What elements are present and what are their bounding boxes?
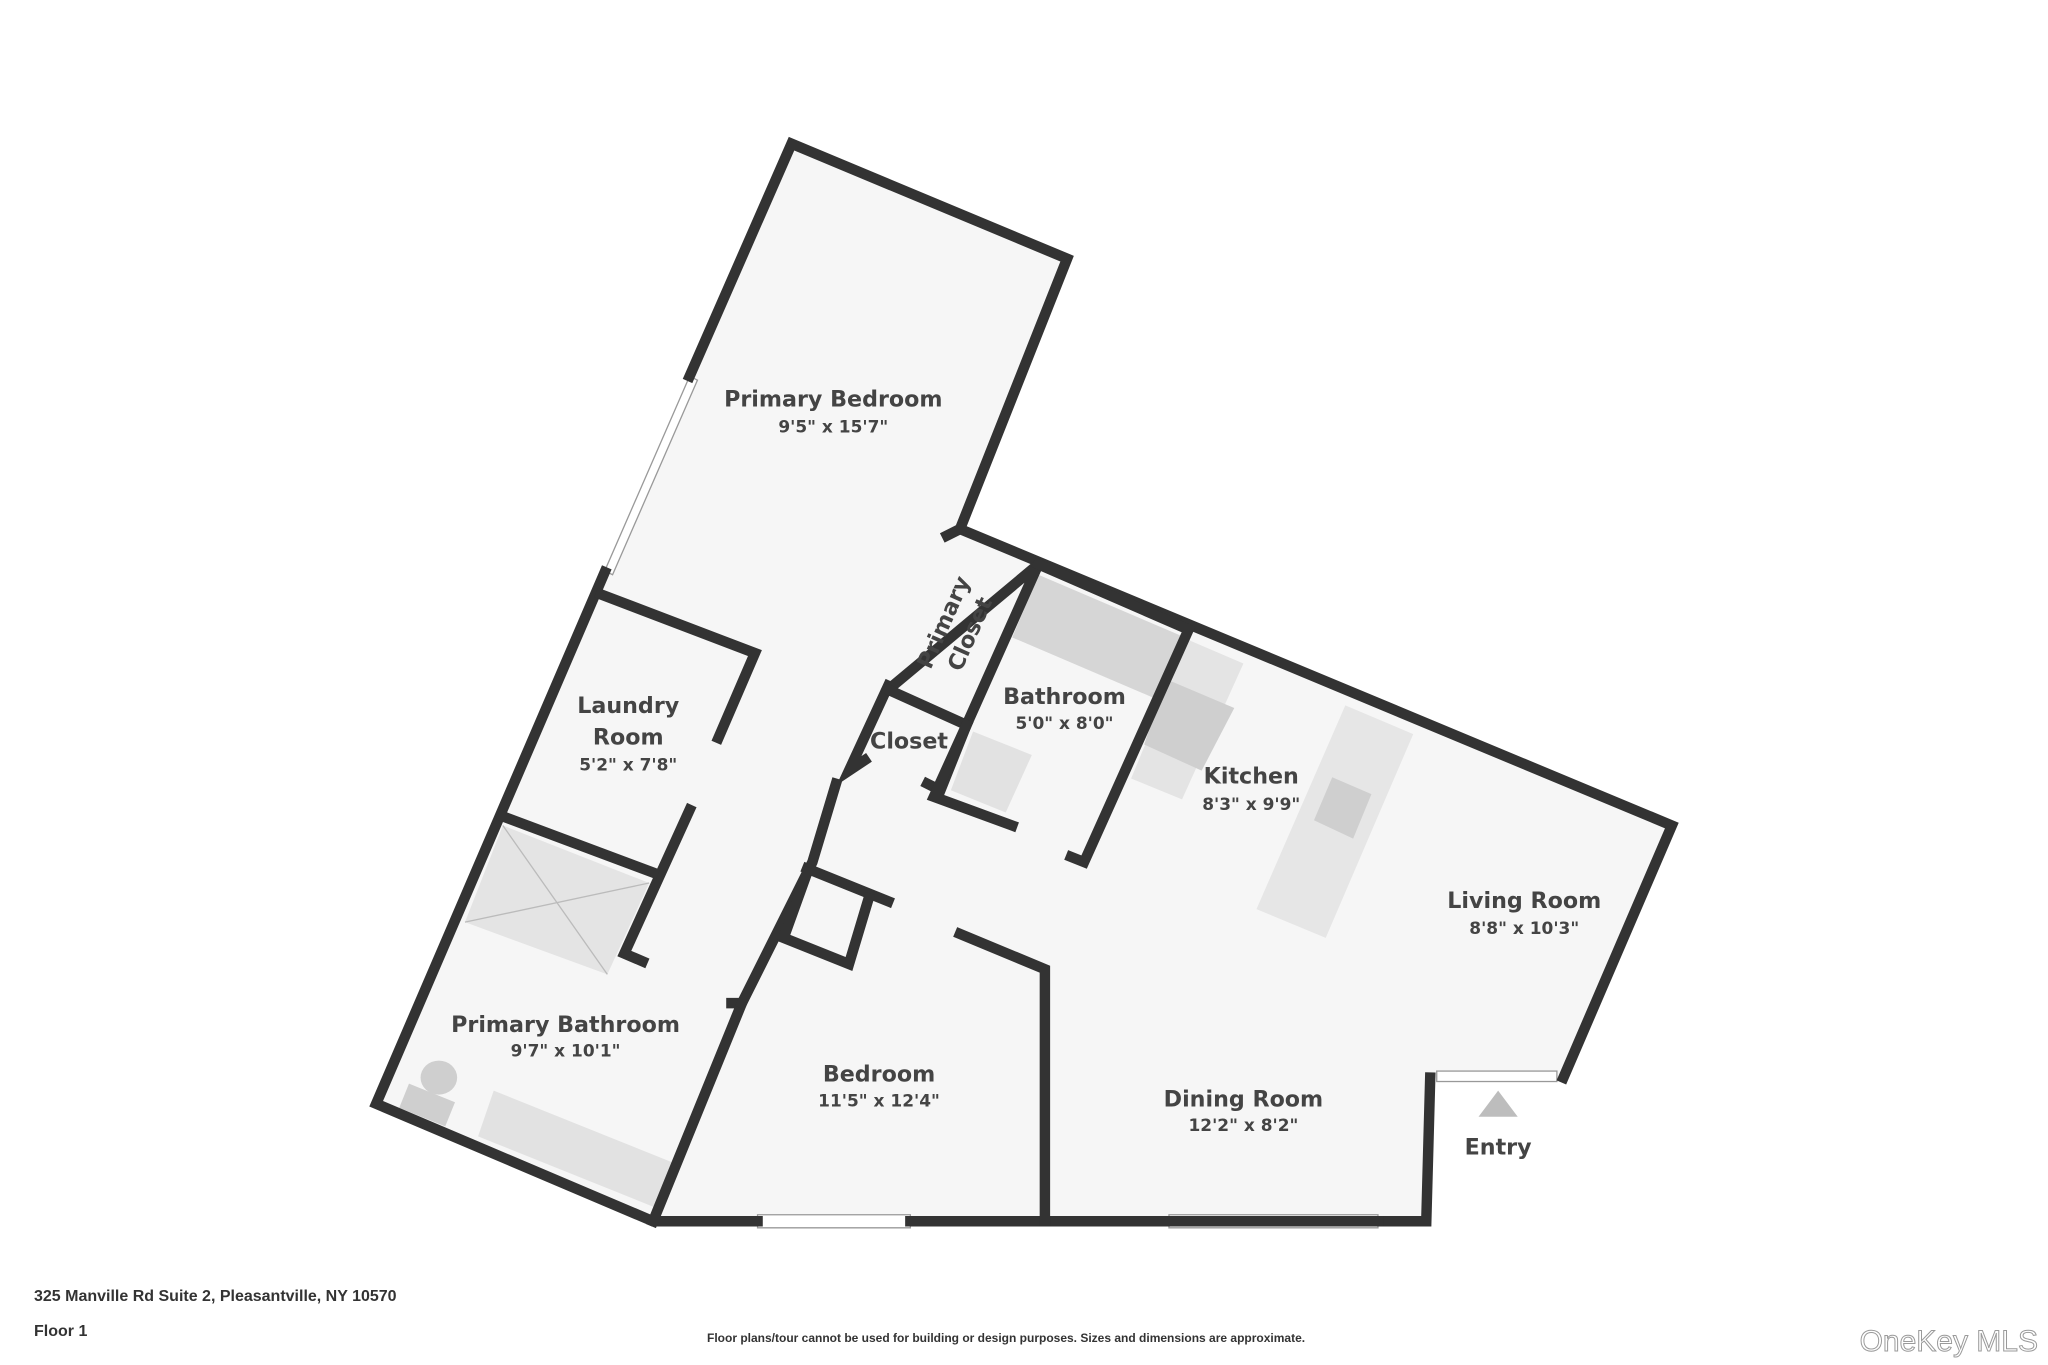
- bathtub: [1012, 574, 1183, 699]
- room-dims: 12'2" x 8'2": [1188, 1116, 1298, 1136]
- room-name: Closet: [870, 728, 948, 754]
- room-dims: 5'0" x 8'0": [1015, 714, 1113, 734]
- room-name: Dining Room: [1164, 1086, 1324, 1112]
- fixtures: [399, 574, 1518, 1209]
- room-dims: 8'3" x 9'9": [1202, 795, 1300, 815]
- bath-sink: [950, 731, 1032, 813]
- watermark-logo: OneKey MLS: [1859, 1325, 2038, 1359]
- room-name: Primary Bedroom: [724, 386, 942, 412]
- room-dims: 8'8" x 10'3": [1469, 919, 1579, 939]
- kitchen-sink: [1313, 777, 1372, 839]
- walls: [369, 136, 1679, 1229]
- entry-arrow-icon: [1478, 1090, 1518, 1117]
- room-name: Living Room: [1447, 888, 1601, 914]
- floor-area: [376, 143, 1672, 1222]
- toilet: [420, 1060, 458, 1095]
- floor-label: Floor 1: [34, 1323, 88, 1340]
- room-name: Bedroom: [823, 1062, 935, 1088]
- room-dims: 9'5" x 15'7": [778, 417, 888, 437]
- address: 325 Manville Rd Suite 2, Pleasantville, …: [34, 1288, 397, 1305]
- shower: [464, 825, 650, 975]
- room-name: Kitchen: [1204, 764, 1299, 790]
- vanity: [478, 1090, 673, 1209]
- stove: [1144, 679, 1235, 771]
- room-name: Laundry: [577, 693, 680, 719]
- room-name: Entry: [1465, 1135, 1533, 1161]
- room-labels: Primary Bedroom 9'5" x 15'7" Primary Clo…: [451, 386, 1601, 1160]
- room-name: Primary Bathroom: [451, 1012, 680, 1038]
- disclaimer: Floor plans/tour cannot be used for buil…: [707, 1331, 1306, 1345]
- room-dims: 9'7" x 10'1": [511, 1042, 621, 1062]
- room-name: Bathroom: [1003, 684, 1126, 710]
- room-name: Room: [593, 725, 664, 751]
- room-dims: 5'2" x 7'8": [579, 756, 677, 776]
- room-dims: 11'5" x 12'4": [818, 1091, 940, 1111]
